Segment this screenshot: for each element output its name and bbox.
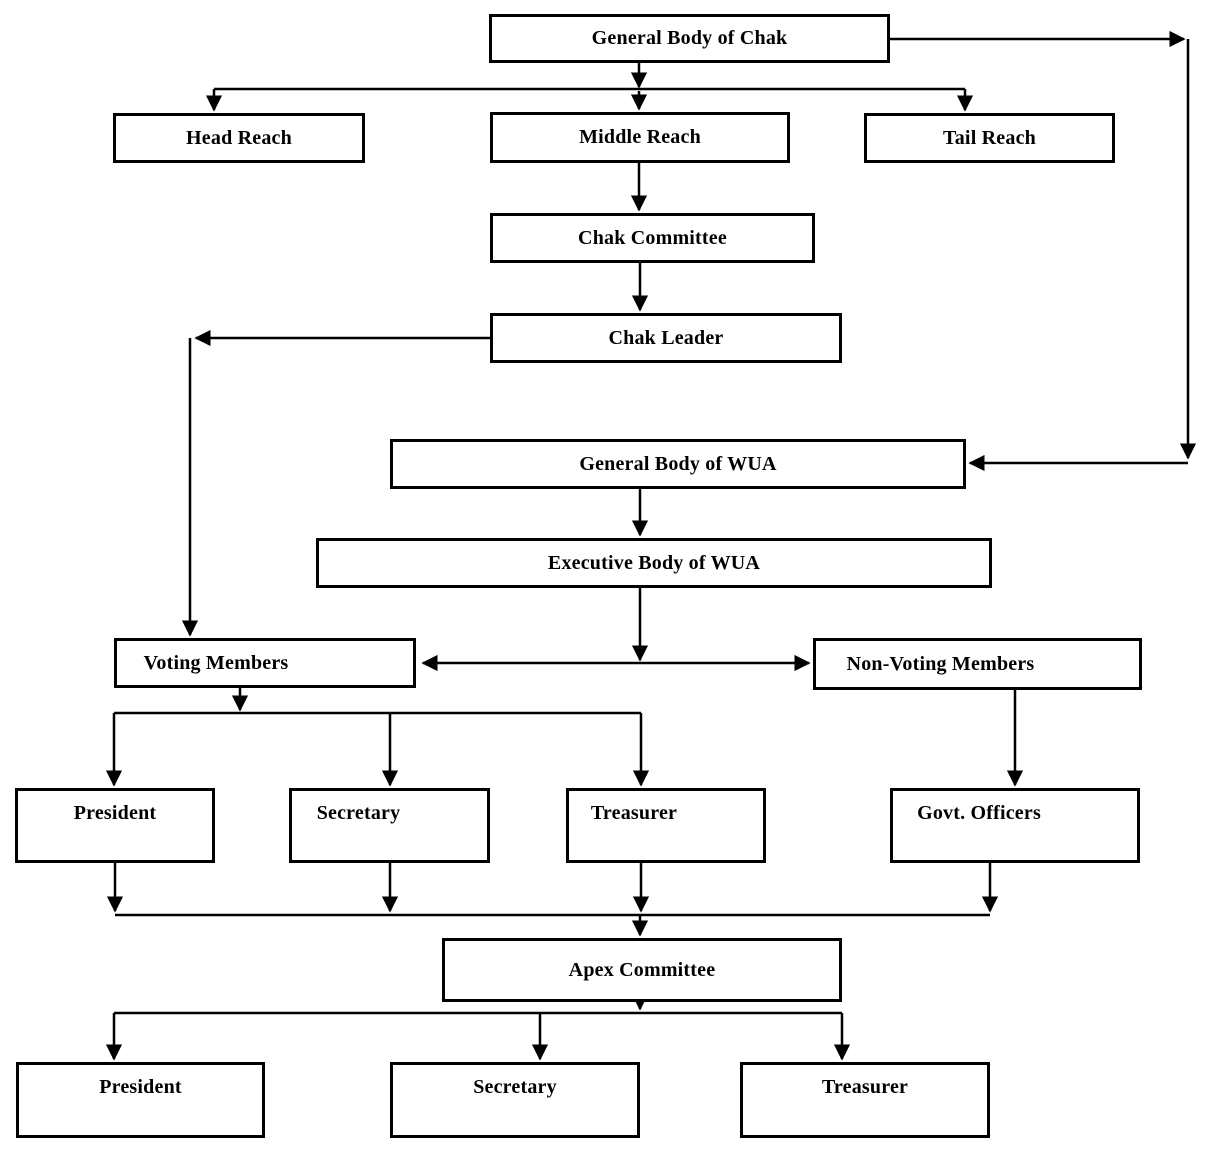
node-govt-officers: Govt. Officers bbox=[890, 788, 1140, 863]
node-apex-committee: Apex Committee bbox=[442, 938, 842, 1002]
node-wua-treasurer: Treasurer bbox=[566, 788, 766, 863]
node-apex-president: President bbox=[16, 1062, 265, 1138]
node-executive-body-of-wua: Executive Body of WUA bbox=[316, 538, 992, 588]
node-general-body-of-chak: General Body of Chak bbox=[489, 14, 890, 63]
node-wua-president: President bbox=[15, 788, 215, 863]
node-voting-members: Voting Members bbox=[114, 638, 416, 688]
node-middle-reach: Middle Reach bbox=[490, 112, 790, 163]
node-wua-secretary: Secretary bbox=[289, 788, 490, 863]
node-general-body-of-wua: General Body of WUA bbox=[390, 439, 966, 489]
node-head-reach: Head Reach bbox=[113, 113, 365, 163]
node-chak-leader: Chak Leader bbox=[490, 313, 842, 363]
node-apex-secretary: Secretary bbox=[390, 1062, 640, 1138]
node-chak-committee: Chak Committee bbox=[490, 213, 815, 263]
node-non-voting-members: Non-Voting Members bbox=[813, 638, 1142, 690]
node-tail-reach: Tail Reach bbox=[864, 113, 1115, 163]
node-apex-treasurer: Treasurer bbox=[740, 1062, 990, 1138]
